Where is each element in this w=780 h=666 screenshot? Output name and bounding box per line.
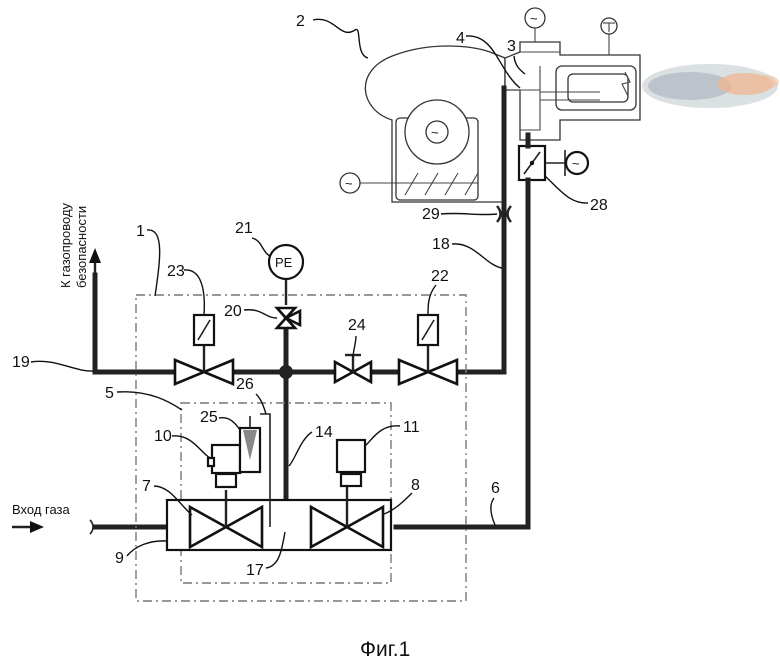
label-8: 8 <box>411 477 420 494</box>
valve-actuator-10 <box>208 445 240 487</box>
arrow-up-icon <box>89 248 101 276</box>
fan-motor-icon: ~ <box>426 121 448 143</box>
needle-valve-24 <box>335 355 371 382</box>
label-11: 11 <box>403 419 420 436</box>
arrow-right-icon <box>12 521 44 533</box>
gas-butterfly-valve: ~ <box>519 146 588 180</box>
label-14: 14 <box>315 424 333 441</box>
double-gas-valve <box>167 486 391 550</box>
burner-unit: ~ ~ ~ <box>340 8 779 202</box>
label-9: 9 <box>115 550 124 567</box>
label-26: 26 <box>236 376 254 393</box>
label-24: 24 <box>348 317 366 334</box>
label-4: 4 <box>456 30 465 47</box>
label-21: 21 <box>235 220 253 237</box>
label-29: 29 <box>422 206 440 223</box>
label-1: 1 <box>136 223 145 240</box>
flame-icon <box>642 64 779 108</box>
label-18: 18 <box>432 236 450 253</box>
svg-text:~: ~ <box>572 156 580 171</box>
pressure-switch-icon: ~ <box>525 8 545 28</box>
label-28: 28 <box>590 197 608 214</box>
label-6: 6 <box>491 480 500 497</box>
pressure-sensor-25 <box>240 416 260 472</box>
servo-motor-icon: ~ <box>565 150 588 176</box>
pipe-junction <box>279 365 293 379</box>
gas-inlet-label: Вход газа <box>12 502 71 517</box>
solenoid-valve-22 <box>399 315 457 384</box>
three-way-valve-20 <box>277 308 300 328</box>
label-3: 3 <box>507 38 516 55</box>
safety-line-label: К газопроводубезопасности <box>58 202 89 288</box>
pressure-transducer-21: PE <box>269 245 303 279</box>
label-2: 2 <box>296 13 305 30</box>
svg-text:~: ~ <box>431 125 439 140</box>
pe-label: PE <box>275 255 293 270</box>
label-10: 10 <box>154 428 172 445</box>
label-17: 17 <box>246 562 264 579</box>
label-19: 19 <box>12 354 30 371</box>
valve-block-frame-1 <box>136 295 466 601</box>
label-20: 20 <box>224 303 242 320</box>
svg-text:~: ~ <box>345 176 353 191</box>
svg-text:~: ~ <box>530 11 538 26</box>
label-23: 23 <box>167 263 185 280</box>
label-7: 7 <box>142 478 151 495</box>
label-25: 25 <box>200 409 218 426</box>
label-5: 5 <box>105 385 114 402</box>
solenoid-valve-23 <box>175 315 233 384</box>
damper-servo-icon: ~ <box>340 173 360 193</box>
ignition-transformer-icon <box>601 18 617 34</box>
figure-caption: Фиг.1 <box>360 638 410 661</box>
valve-actuator-11 <box>337 440 365 486</box>
label-22: 22 <box>431 268 449 285</box>
